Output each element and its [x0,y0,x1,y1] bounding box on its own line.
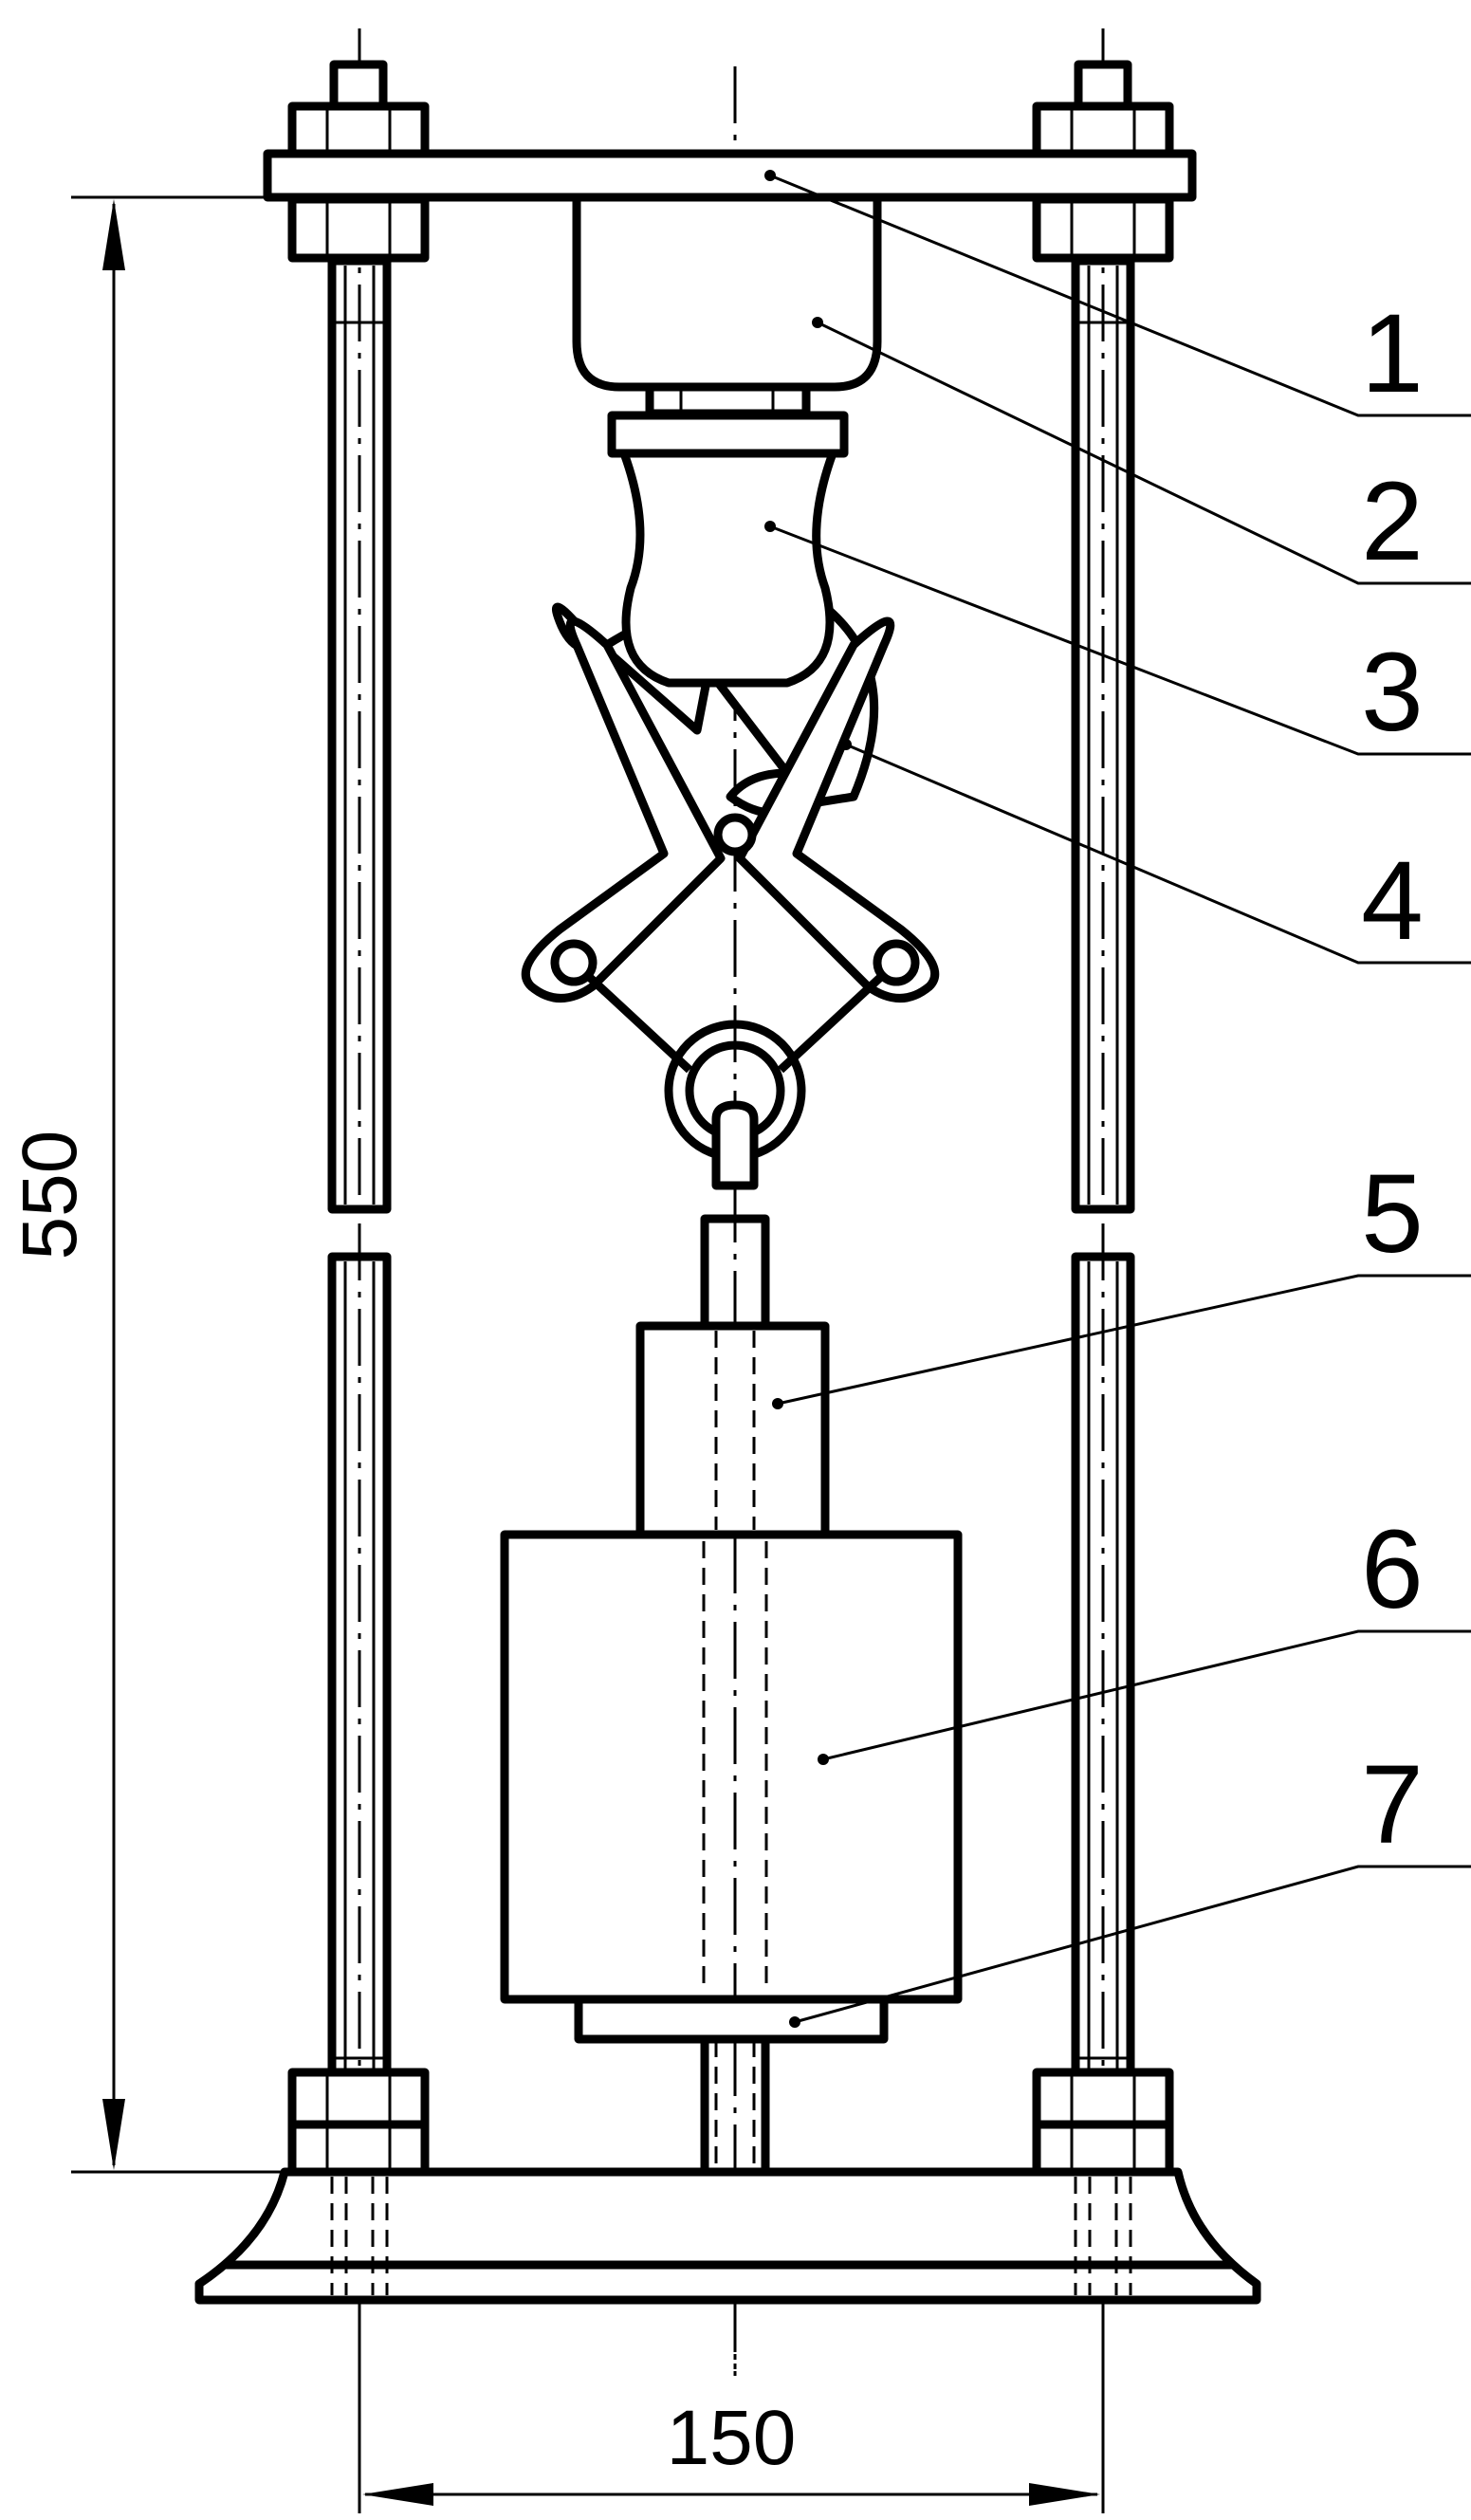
dimension-height-label: 550 [7,1131,93,1260]
callout-5: 5 [1361,1151,1424,1277]
upper-weight [635,1321,830,1539]
load-cell-connector [645,382,811,418]
ring-shackle [664,1020,806,1190]
main-weight [500,1530,963,2004]
base [194,2167,1261,2305]
pivot-pin [713,813,757,856]
callout-6: 6 [1361,1507,1424,1632]
callout-7: 7 [1361,1742,1424,1867]
grip-head [607,411,849,688]
leader-lines [764,170,1471,2028]
left-rod [287,28,430,2314]
grip-links [550,939,920,1074]
callout-4: 4 [1361,838,1424,964]
top-crossbar [263,149,1197,202]
callout-3: 3 [1361,630,1424,755]
callout-1: 1 [1361,291,1424,416]
dimension-width-label: 150 [667,2395,797,2481]
load-cell [572,193,882,392]
bottom-plate [574,1995,889,2044]
callout-2: 2 [1361,459,1424,584]
dimension-width [358,2305,1105,2513]
right-rod [1032,28,1174,2314]
dimension-height [71,195,285,2174]
